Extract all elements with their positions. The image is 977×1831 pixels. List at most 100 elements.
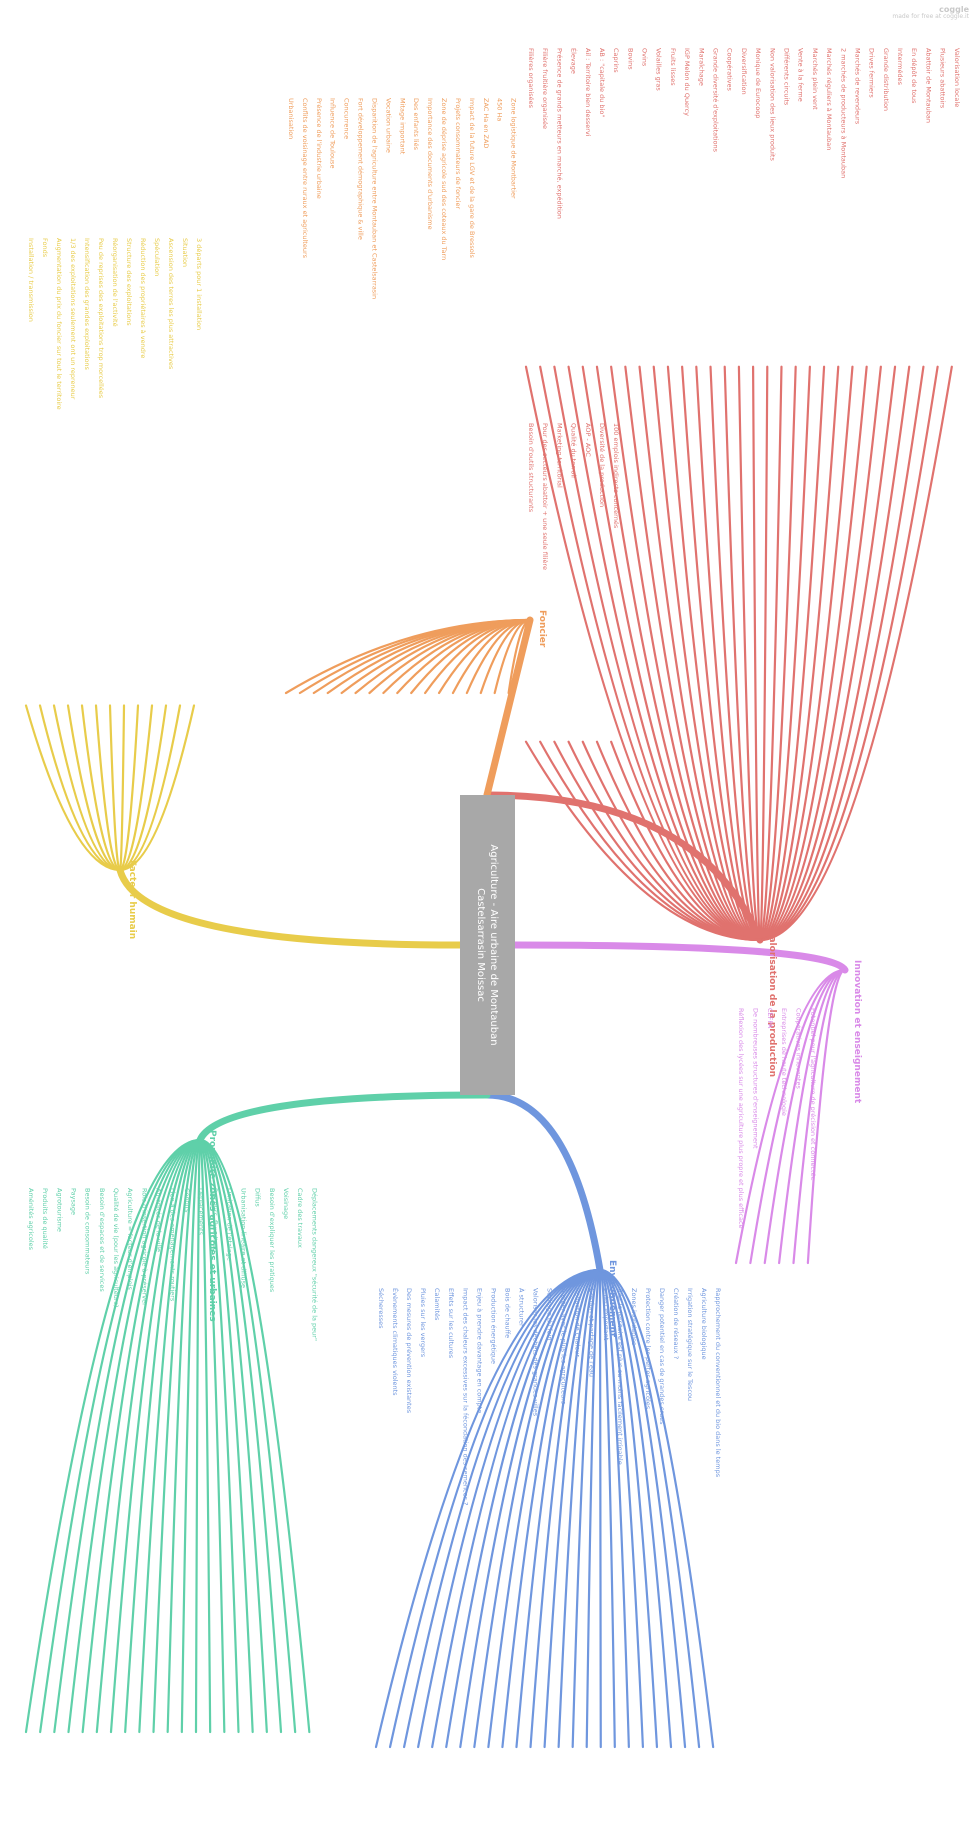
leaf-label-0-7[interactable]: Bovins xyxy=(626,48,634,70)
leaf-label-2-9[interactable]: Spéculation xyxy=(153,238,161,276)
leaf-label-0-19[interactable]: Vente à la ferme xyxy=(797,48,805,102)
leaf-label-5-20[interactable]: Déplacements dangereux "sécurité de la p… xyxy=(310,1188,318,1341)
leaf-label-5-13[interactable]: Parcours, flux d'eau xyxy=(211,1188,219,1252)
leaf-label-0-1[interactable]: Filière fruitière organisée xyxy=(541,48,549,129)
leaf-label-1-7[interactable]: Vocation urbaine xyxy=(384,98,392,153)
leaf-label-0-15[interactable]: Diversification xyxy=(740,48,748,95)
leaf-label-2-3[interactable]: 1/3 des exploitations seulement ont un r… xyxy=(69,238,77,400)
leaf-label-0-35[interactable]: AOP - AOC xyxy=(584,423,592,457)
leaf-label-4-8[interactable]: Production énergétique xyxy=(489,1288,497,1364)
leaf-label-4-18[interactable]: Zones inondables xyxy=(630,1288,638,1346)
leaf-label-4-22[interactable]: Irrigation stratégique sur le Tescou xyxy=(686,1288,694,1401)
leaf-label-1-10[interactable]: Importance des documents d'urbanisme xyxy=(426,98,434,230)
leaf-label-0-12[interactable]: Maraîchage xyxy=(697,48,705,86)
leaf-label-4-10[interactable]: À structurer xyxy=(517,1288,526,1327)
leaf-label-0-37[interactable]: 100 emplois indirects concernés xyxy=(612,423,620,529)
leaf-label-1-8[interactable]: Mitage important xyxy=(398,98,406,155)
leaf-label-3-0[interactable]: Réflexion des lycées sur une agriculture… xyxy=(737,1008,745,1229)
leaf-label-5-12[interactable]: Déplacements xyxy=(197,1188,205,1235)
leaf-label-1-9[interactable]: Des enfants liés xyxy=(412,98,420,151)
leaf-label-0-20[interactable]: Marchés plein vent xyxy=(811,48,819,110)
leaf-label-2-8[interactable]: Réduction des propriétaires à vendre xyxy=(139,238,147,358)
leaf-label-1-5[interactable]: Fort développement démographique & ville xyxy=(357,98,365,240)
leaf-label-0-13[interactable]: Grande diversité d'exploitations xyxy=(712,48,720,153)
leaf-label-0-9[interactable]: Volailles gras xyxy=(655,48,663,91)
leaf-label-1-0[interactable]: Urbanisation xyxy=(287,98,295,139)
leaf-label-0-16[interactable]: Monique de Eurocoop xyxy=(754,48,762,118)
leaf-label-1-15[interactable]: 450 Ha xyxy=(496,98,504,121)
leaf-label-0-21[interactable]: Marchés réguliers à Montauban xyxy=(825,48,833,150)
branch-label-0[interactable]: Valorisation de la production xyxy=(767,930,777,1077)
leaf-label-5-19[interactable]: Cadre des travaux xyxy=(296,1188,304,1248)
leaf-label-2-7[interactable]: Structure des exploitations xyxy=(125,238,133,326)
branch-label-4[interactable]: Environnement xyxy=(607,1260,617,1338)
leaf-label-0-14[interactable]: Coopératives xyxy=(726,48,734,91)
leaf-label-4-6[interactable]: Impact des chaleurs excessives sur la fé… xyxy=(461,1288,469,1506)
leaf-label-0-22[interactable]: 2 marchés de producteurs à Montauban xyxy=(839,48,847,178)
leaf-label-4-16[interactable]: Enjeu important xyxy=(602,1288,610,1341)
leaf-label-4-19[interactable]: Protection contre les pertes agricoles xyxy=(644,1288,652,1410)
leaf-label-4-2[interactable]: Des mesures de prévention existantes xyxy=(405,1288,413,1414)
leaf-label-1-13[interactable]: Impact de la future LGV et de la gare de… xyxy=(468,98,476,259)
leaf-label-1-6[interactable]: Disparition de l'agriculture entre Monta… xyxy=(370,98,378,299)
leaf-label-0-36[interactable]: Diversité de la production xyxy=(598,423,606,507)
leaf-label-5-4[interactable]: Besoin de consommateurs xyxy=(84,1188,92,1275)
leaf-label-5-11[interactable]: Conflits xyxy=(183,1188,191,1213)
branch-label-5[interactable]: Proximité zones agricoles et urbaines xyxy=(207,1130,218,1322)
leaf-label-1-14[interactable]: ZAC Ha en ZAD xyxy=(482,98,490,148)
leaf-label-5-14[interactable]: Limitation de l'étalage xyxy=(225,1188,233,1261)
leaf-label-5-7[interactable]: Agriculture = facteur d'emplois xyxy=(126,1188,134,1291)
leaf-label-0-17[interactable]: Non valorisation des lieux produits xyxy=(768,48,776,161)
branch-label-2[interactable]: Facteur humain xyxy=(127,860,137,939)
leaf-label-1-2[interactable]: Présence de l'industrie urbaine xyxy=(315,98,323,199)
leaf-label-1-1[interactable]: Conflits de voisinage entre ruraux et ag… xyxy=(301,98,309,259)
leaf-label-3-1[interactable]: De nombreuses structures d'enseignement xyxy=(751,1008,759,1149)
leaf-label-4-4[interactable]: Calamités xyxy=(433,1288,441,1321)
leaf-label-1-12[interactable]: Projets consommateurs de foncier xyxy=(454,98,462,210)
leaf-label-0-5[interactable]: AB : "capitale du bio" xyxy=(598,48,606,117)
leaf-label-5-6[interactable]: Qualité de vie (pour les agriculteurs) xyxy=(112,1188,120,1307)
leaf-label-0-11[interactable]: IGP Melon du Quercy xyxy=(683,48,691,116)
leaf-label-4-14[interactable]: Réduction de chaleur xyxy=(574,1288,582,1357)
leaf-label-2-1[interactable]: Fonds xyxy=(41,238,49,258)
leaf-label-4-13[interactable]: À créer avec le plus les agriculteurs xyxy=(560,1288,569,1405)
leaf-label-1-16[interactable]: Zone logistique de Montbartier xyxy=(510,98,518,199)
leaf-label-2-11[interactable]: Situation xyxy=(181,238,189,267)
leaf-label-5-8[interactable]: Rôle d'insertion agricole à préserver xyxy=(140,1188,148,1306)
leaf-label-2-6[interactable]: Réorganisation de l'activité xyxy=(111,238,119,327)
leaf-label-2-2[interactable]: Augmentation du prix du foncier sur tout… xyxy=(55,238,63,410)
leaf-label-1-11[interactable]: Zone de déprise agricole sud des coteaux… xyxy=(440,98,448,260)
leaf-label-5-0[interactable]: Aménités agricoles xyxy=(27,1188,35,1251)
leaf-label-0-24[interactable]: Drives fermiers xyxy=(868,48,876,98)
leaf-label-2-0[interactable]: Installation / transmission xyxy=(27,238,35,322)
leaf-label-4-24[interactable]: Rapprochement du conventionnel et du bio… xyxy=(714,1288,722,1478)
leaf-label-0-23[interactable]: Marchés de revendeurs xyxy=(853,48,861,125)
leaf-label-0-2[interactable]: Présence de grands metteurs en marché, e… xyxy=(555,48,563,219)
leaf-label-0-18[interactable]: Différents circuits xyxy=(782,48,790,106)
leaf-label-3-2[interactable]: CEFPA xyxy=(766,1008,774,1029)
leaf-label-4-15[interactable]: Gestion et partage de l'eau xyxy=(588,1288,596,1377)
leaf-label-0-32[interactable]: Pour des secteurs abattoir + une seule f… xyxy=(541,423,549,570)
leaf-label-4-11[interactable]: Valoriser les déchets des grandes villes xyxy=(532,1288,540,1417)
leaf-label-5-15[interactable]: Urbanisation linéaire et diffuse xyxy=(240,1188,248,1288)
leaf-label-0-28[interactable]: Abattoir de Montauban xyxy=(924,48,932,123)
leaf-label-4-3[interactable]: Pluies sur les vergers xyxy=(419,1288,427,1358)
leaf-label-1-3[interactable]: Influence de Toulouse xyxy=(329,98,337,168)
leaf-label-0-0[interactable]: Filières organisées xyxy=(527,48,535,109)
leaf-label-4-7[interactable]: Enjeu à prendre davantage en compte xyxy=(475,1288,483,1413)
leaf-label-4-0[interactable]: Sécheresses xyxy=(377,1288,385,1329)
leaf-label-4-12[interactable]: Séchage du foin xyxy=(546,1288,554,1341)
leaf-label-2-10[interactable]: Ascension des terres les plus attractive… xyxy=(167,238,175,370)
leaf-label-5-2[interactable]: Agrotourisme xyxy=(55,1188,63,1232)
leaf-label-5-10[interactable]: Lien à des aménagements routiers xyxy=(169,1188,177,1302)
leaf-label-0-26[interactable]: Intermédes xyxy=(896,48,904,86)
leaf-label-0-4[interactable]: Ail : Territoire bien desservi xyxy=(584,48,592,137)
leaf-label-5-17[interactable]: Besoin d'expliquer les pratiques xyxy=(268,1188,276,1293)
branch-label-1[interactable]: Foncier xyxy=(537,610,547,648)
leaf-label-5-1[interactable]: Produits de qualité xyxy=(41,1188,49,1249)
leaf-label-0-27[interactable]: En dépôt de tous xyxy=(910,48,918,104)
leaf-label-4-23[interactable]: Agriculture biologique xyxy=(700,1288,708,1360)
leaf-label-4-1[interactable]: Évènements climatiques violents xyxy=(391,1288,400,1396)
leaf-label-0-3[interactable]: Élevage xyxy=(570,48,579,74)
leaf-label-0-33[interactable]: Marketing territorial xyxy=(555,423,563,488)
